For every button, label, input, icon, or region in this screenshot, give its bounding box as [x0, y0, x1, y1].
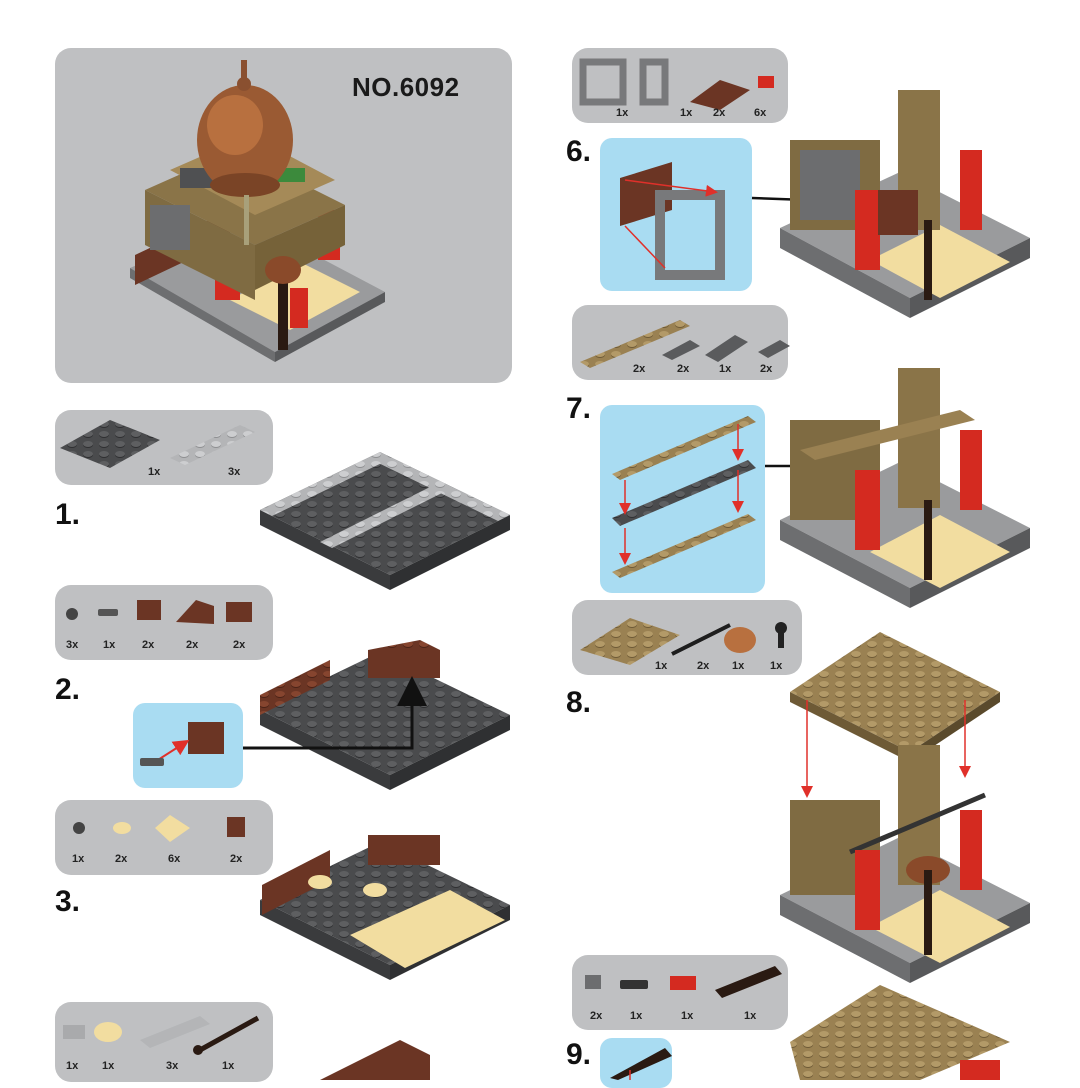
parts-panel-step-7: [572, 305, 788, 380]
model-number: NO.6092: [352, 72, 460, 102]
parts-panel-step-9: [572, 955, 788, 1030]
part-qty: 1x: [102, 1060, 115, 1072]
step-4-parts: [63, 1015, 260, 1055]
cover-model: [130, 60, 385, 362]
step-6-parts: [579, 58, 774, 110]
step-3-parts: [73, 815, 245, 842]
part-qty: 2x: [115, 853, 128, 865]
part-qty: 1x: [732, 660, 745, 672]
part-qty: 2x: [677, 363, 690, 375]
part-qty: 1x: [72, 853, 85, 865]
step-7-callout-drawing: [612, 416, 855, 578]
step-6-label: 6.: [566, 135, 592, 168]
step-2-label: 2.: [55, 673, 81, 706]
part-qty: 1x: [719, 363, 732, 375]
part-qty: 1x: [744, 1010, 757, 1022]
part-qty: 2x: [186, 639, 199, 651]
step-1-label: 1.: [55, 498, 81, 531]
part-qty: 1x: [148, 466, 161, 478]
part-qty: 2x: [713, 107, 726, 119]
part-qty: 2x: [760, 363, 773, 375]
step-7-assembly: [780, 368, 1030, 608]
step-1-assembly: [260, 452, 510, 590]
parts-panel-step-2: [55, 585, 273, 660]
step-8-assembly: [780, 632, 1030, 983]
part-qty: 2x: [633, 363, 646, 375]
parts-panel-step-3: [55, 800, 273, 875]
step-4-assembly: [320, 1040, 430, 1080]
step-1-parts: [60, 420, 255, 468]
step-9-callout-drawing: [610, 1048, 672, 1080]
part-qty: 1x: [66, 1060, 79, 1072]
part-qty: 1x: [103, 639, 116, 651]
part-qty: 2x: [230, 853, 243, 865]
part-qty: 2x: [233, 639, 246, 651]
step-7-label: 7.: [566, 392, 592, 425]
part-qty: 1x: [681, 1010, 694, 1022]
part-qty: 6x: [168, 853, 181, 865]
part-qty: 1x: [655, 660, 668, 672]
step-9-parts: [585, 966, 782, 998]
step-6-assembly: [780, 90, 1030, 318]
part-qty: 1x: [222, 1060, 235, 1072]
step-3-label: 3.: [55, 885, 81, 918]
part-qty: 1x: [616, 107, 629, 119]
part-qty: 2x: [590, 1010, 603, 1022]
part-qty: 3x: [166, 1060, 179, 1072]
part-qty: 1x: [630, 1010, 643, 1022]
part-qty: 2x: [697, 660, 710, 672]
part-qty: 1x: [770, 660, 783, 672]
part-qty: 1x: [680, 107, 693, 119]
step-7-parts: [580, 320, 790, 368]
part-qty: 6x: [754, 107, 767, 119]
part-qty: 3x: [228, 466, 241, 478]
part-qty: 2x: [142, 639, 155, 651]
step-3-assembly: [260, 835, 510, 980]
step-8-parts: [580, 618, 787, 665]
part-qty: 3x: [66, 639, 79, 651]
step-9-assembly: [790, 985, 1010, 1080]
step-2-parts: [66, 600, 252, 624]
step-9-label: 9.: [566, 1038, 592, 1071]
step-8-label: 8.: [566, 686, 592, 719]
step-2-assembly: [140, 640, 510, 790]
